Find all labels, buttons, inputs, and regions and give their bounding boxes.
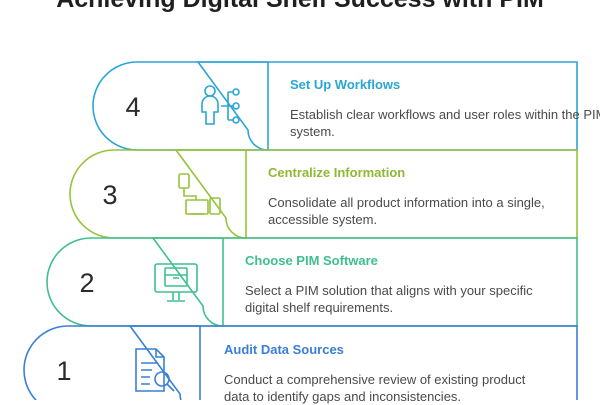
step-1-number: 1 bbox=[56, 356, 72, 386]
step-3-title: Centralize Information bbox=[268, 165, 406, 180]
step-3-description: Consolidate all product information into… bbox=[268, 195, 545, 227]
document-search-icon bbox=[135, 348, 175, 392]
step-1-title: Audit Data Sources bbox=[224, 342, 344, 357]
step-3-number: 3 bbox=[102, 180, 118, 210]
step-4-description: Establish clear workflows and user roles… bbox=[290, 107, 600, 139]
step-2-number: 2 bbox=[79, 268, 95, 298]
connected-devices-icon bbox=[178, 173, 221, 215]
step-4-title: Set Up Workflows bbox=[290, 77, 401, 92]
step-2-title: Choose PIM Software bbox=[245, 253, 378, 268]
step-4-number: 4 bbox=[125, 92, 141, 122]
software-monitor-icon bbox=[154, 263, 198, 302]
step-2-description: Select a PIM solution that aligns with y… bbox=[245, 283, 533, 315]
diagram-title: Achieving Digital Shelf Success with PIM bbox=[0, 0, 600, 14]
step-1-shape bbox=[23, 325, 578, 400]
workflow-people-icon bbox=[201, 85, 240, 125]
